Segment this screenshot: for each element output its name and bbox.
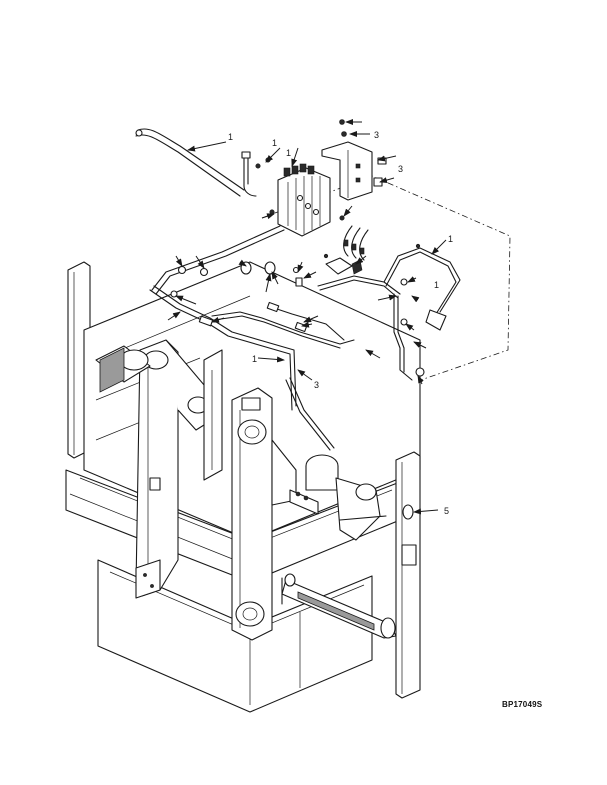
callout-label: 1 bbox=[252, 354, 257, 364]
lower-cylinder bbox=[281, 573, 397, 639]
center-shaft bbox=[203, 349, 223, 481]
callout-label: 3 bbox=[314, 380, 319, 390]
right-fork-arm bbox=[231, 387, 297, 641]
callout-label: 1 bbox=[448, 234, 453, 244]
left-fork-arm bbox=[135, 339, 213, 599]
figure-identifier: BP17049S bbox=[502, 700, 543, 709]
callout-label: 1 bbox=[434, 280, 439, 290]
control-valve-stack bbox=[277, 163, 331, 237]
callout-numbers: 1 1 1 3 3 1 1 1 3 5 bbox=[228, 130, 453, 516]
callout-label: 3 bbox=[398, 164, 403, 174]
callout-label: 1 bbox=[228, 132, 233, 142]
callout-label: 1 bbox=[272, 138, 277, 148]
callout-label: 5 bbox=[444, 506, 449, 516]
leader-lines bbox=[167, 119, 447, 515]
electrical-connector bbox=[325, 225, 369, 275]
valve-mounting-bracket bbox=[321, 141, 373, 201]
right-actuator bbox=[289, 454, 387, 541]
left-cylinder bbox=[95, 345, 151, 393]
callout-label: 3 bbox=[374, 130, 379, 140]
callout-label: 1 bbox=[286, 148, 291, 158]
